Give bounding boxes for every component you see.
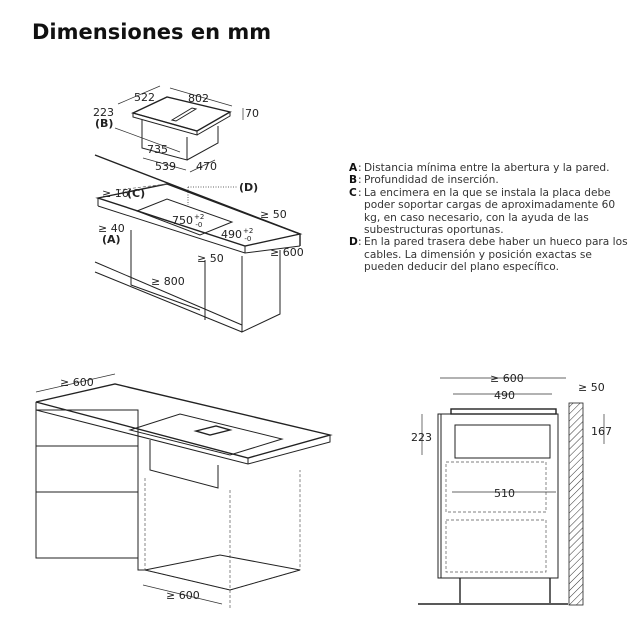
dim-min-800: ≥ 800	[151, 275, 185, 288]
dim-167: 167	[591, 425, 612, 438]
dim-490: 490	[494, 389, 515, 402]
dim-223: 223	[93, 106, 114, 119]
dim-min-16: ≥ 16	[102, 187, 129, 200]
page-title: Dimensiones en mm	[32, 20, 272, 44]
dim-min-50: ≥ 50	[578, 381, 605, 394]
label-a: (A)	[102, 233, 121, 246]
dim-min-600: ≥ 600	[270, 246, 304, 259]
dim-490: 490+2-0	[221, 227, 253, 243]
dim-70: 70	[245, 107, 259, 120]
island-drawing: ≥ 600 ≥ 600	[35, 373, 333, 608]
legend-item-b: B:Profundidad de inserción.	[349, 174, 499, 187]
dim-min-40: ≥ 40	[98, 222, 125, 235]
hob-drawing: 522 802 70 223 (B) 735 539 470	[93, 85, 259, 173]
dim-depth-min-600: ≥ 600	[60, 376, 94, 389]
label-c: (C)	[127, 187, 145, 200]
dim-750: 750+2-0	[172, 213, 204, 229]
legend-item-a: A:Distancia mínima entre la abertura y l…	[349, 162, 610, 174]
dim-223: 223	[411, 431, 432, 444]
section-drawing: ≥ 600 490 ≥ 50 223 167 510	[411, 372, 612, 606]
dim-min-50-right: ≥ 50	[260, 208, 287, 221]
label-d: (D)	[239, 181, 258, 194]
dim-min-50-front: ≥ 50	[197, 252, 224, 265]
legend: A:Distancia mínima entre la abertura y l…	[349, 162, 634, 274]
legend-item-c: C:La encimera en la que se instala la pl…	[349, 186, 616, 237]
dim-width-min-600: ≥ 600	[166, 589, 200, 602]
legend-item-d: D:En la pared trasera debe haber un huec…	[349, 236, 628, 274]
dim-735: 735	[147, 143, 168, 156]
dim-min-600: ≥ 600	[490, 372, 524, 385]
dim-510: 510	[494, 487, 515, 500]
dim-802: 802	[188, 92, 209, 105]
worktop-drawing: ≥ 16 (C) (D) ≥ 40 (A) 750+2-0 490+2-0 ≥ …	[94, 154, 304, 333]
dim-539: 539	[155, 160, 176, 173]
dim-470: 470	[196, 160, 217, 173]
dim-522: 522	[134, 91, 155, 104]
label-b: (B)	[95, 117, 113, 130]
